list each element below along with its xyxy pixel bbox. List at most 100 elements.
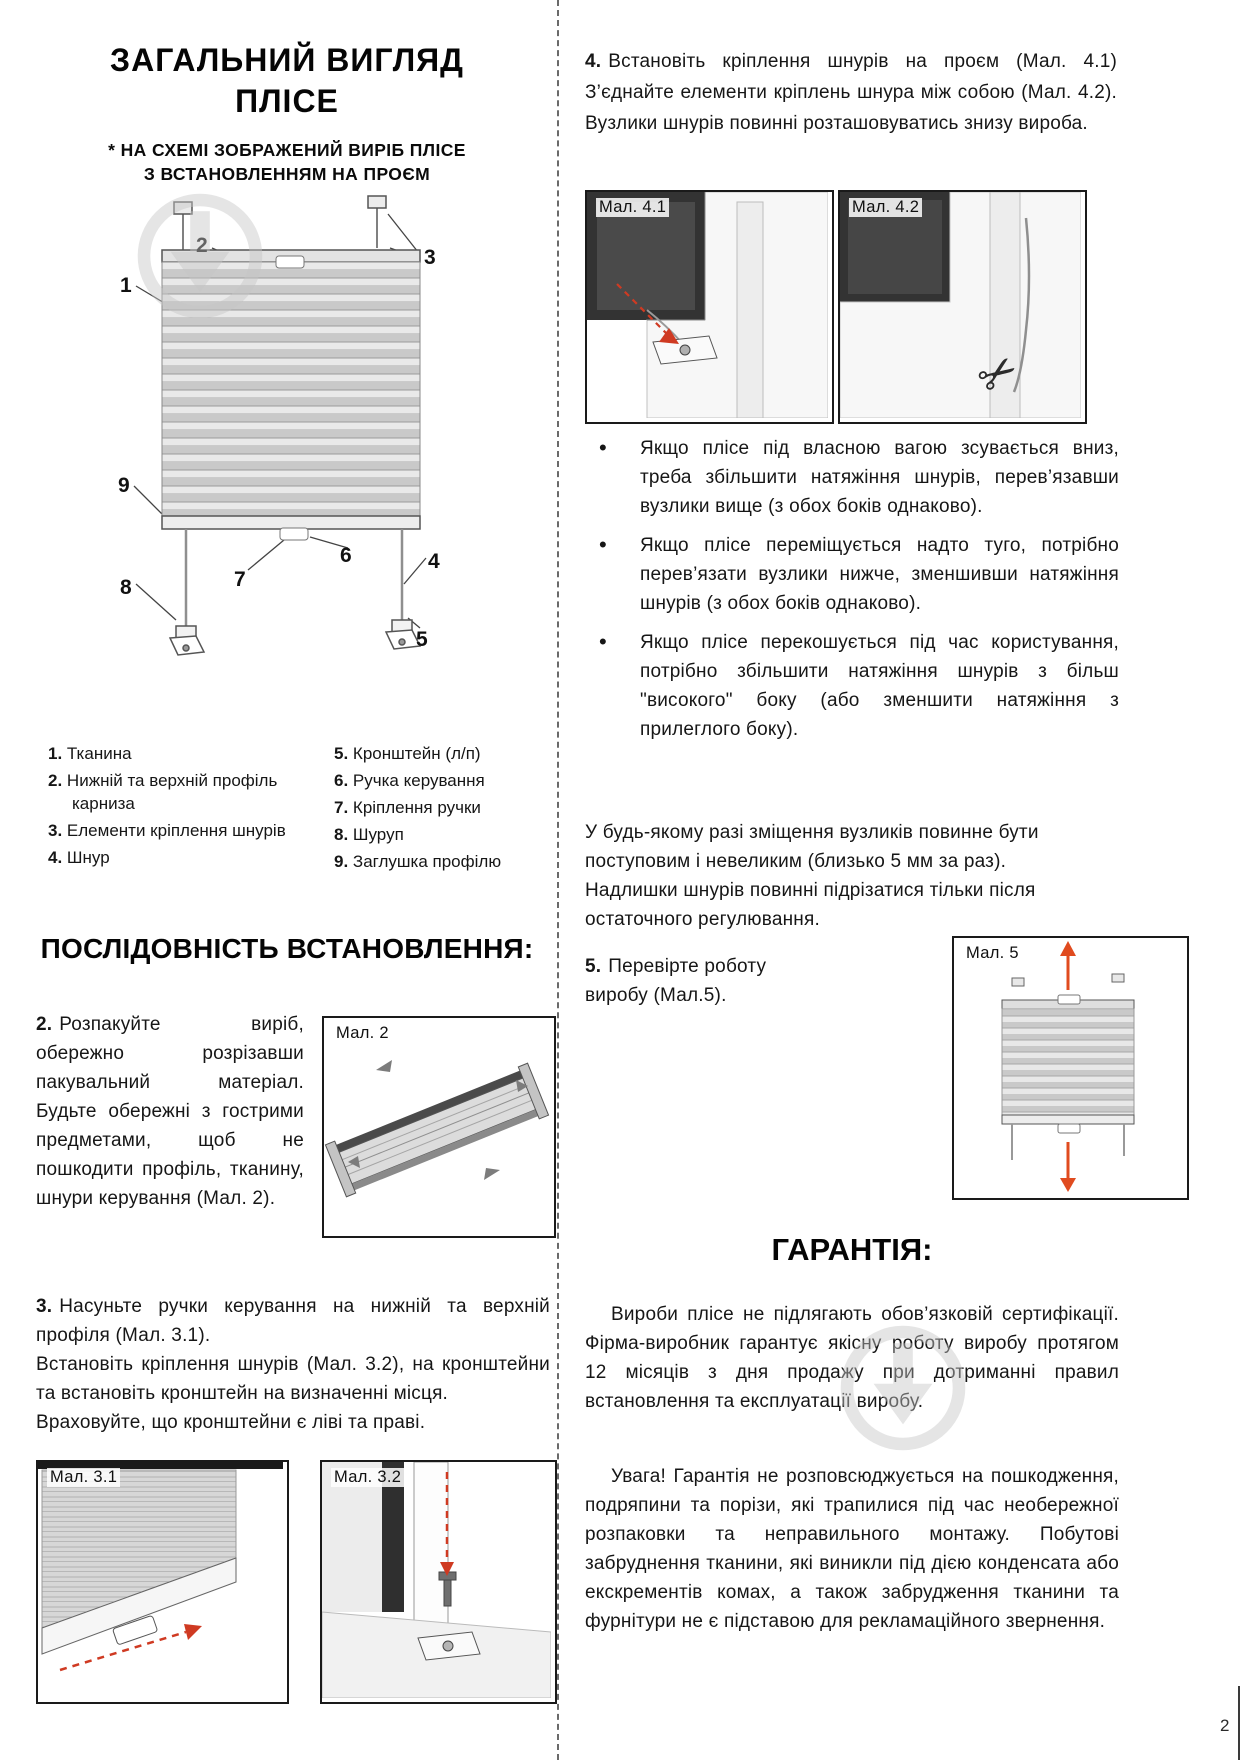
top-handle xyxy=(275,255,305,269)
legend-item: 9. Заглушка профілю xyxy=(334,850,548,873)
figure-2: Мал. 2 xyxy=(322,1016,556,1238)
bottom-profile xyxy=(161,515,421,530)
figure-5-label: Мал. 5 xyxy=(963,944,1022,963)
step3-line1: 3.Насуньте ручки керування на нижній та … xyxy=(36,1292,550,1350)
pleated-fabric xyxy=(1001,1008,1135,1116)
page-title: ЗАГАЛЬНИЙ ВИГЛЯД ПЛІСЕ xyxy=(36,40,538,122)
figure-4-1: Мал. 4.1 xyxy=(585,190,834,424)
figure-3-2: Мал. 3.2 xyxy=(320,1460,557,1704)
legend-item-number: 2. xyxy=(48,771,63,790)
diagram-label-8: 8 xyxy=(120,576,132,599)
adjustment-note-line1: У будь-якому разі зміщення вузликів пови… xyxy=(585,822,1039,872)
legend-item-number: 9. xyxy=(334,852,349,871)
legend-item: 4. Шнур xyxy=(48,846,300,869)
step2-paragraph: 2.Розпакуйте виріб, обережно розрізавши … xyxy=(36,1010,304,1213)
diagram-label-9: 9 xyxy=(118,474,130,497)
legend-item-text: Кріплення ручки xyxy=(352,798,481,817)
control-handle xyxy=(112,1615,158,1645)
legend-item-text: Ручка керування xyxy=(352,771,485,790)
legend-item: 6. Ручка керування xyxy=(334,769,548,792)
bracket-bottom-left xyxy=(168,625,206,656)
legend-item-number: 4. xyxy=(48,848,63,867)
adjustment-bullet-list: Якщо плісе під власною вагою зсувається … xyxy=(585,433,1119,754)
legend-item-number: 6. xyxy=(334,771,349,790)
legend-item: 5. Кронштейн (л/п) xyxy=(334,742,548,765)
frame-bar xyxy=(989,192,1021,418)
frame-bar xyxy=(736,201,764,418)
pleated-fabric xyxy=(161,261,421,517)
figure-2-label: Мал. 2 xyxy=(333,1024,392,1043)
legend-item: 1. Тканина xyxy=(48,742,300,765)
warranty-heading: ГАРАНТІЯ: xyxy=(771,1232,933,1267)
figure-3-1: Мал. 3.1 xyxy=(36,1460,289,1704)
bullet-item: Якщо плісе переміщується надто туго, пот… xyxy=(585,530,1119,618)
legend-item-text: Тканина xyxy=(66,744,132,763)
top-handle xyxy=(1057,994,1081,1005)
window-glass-edge xyxy=(382,1462,404,1612)
legend-item-text: Заглушка профілю xyxy=(352,852,502,871)
legend-item-number: 5. xyxy=(334,744,349,763)
bottom-profile xyxy=(1001,1114,1135,1125)
step2-text: Розпакуйте виріб, обережно розрізавши па… xyxy=(36,1014,304,1209)
step4-text: Встановіть кріплення шнурів на проєм (Ма… xyxy=(585,51,1117,134)
figure-5-drawing xyxy=(1001,941,1135,1192)
legend-item-text: Шуруп xyxy=(352,825,404,844)
diagram-label-3: 3 xyxy=(424,246,436,269)
red-arrow-down xyxy=(1060,1142,1076,1192)
bottom-profile-rail xyxy=(41,1557,237,1655)
legend-item-text: Шнур xyxy=(66,848,110,867)
mounting-brackets-top xyxy=(173,195,387,252)
figure-4-1-drawing xyxy=(587,192,828,418)
figure-4-2-label: Мал. 4.2 xyxy=(849,198,923,217)
red-arrow-up xyxy=(1060,941,1076,990)
page-title-line2: ПЛІСЕ xyxy=(235,83,339,119)
diagram-label-2: 2 xyxy=(196,234,208,257)
page-subtitle: * НА СХЕМІ ЗОБРАЖЕНИЙ ВИРІБ ПЛІСЕ З ВСТА… xyxy=(36,138,538,186)
legend-column-right: 5. Кронштейн (л/п) 6. Ручка керування 7.… xyxy=(334,742,548,873)
bullet-item: Якщо плісе під власною вагою зсувається … xyxy=(585,433,1119,521)
legend: 1. Тканина 2. Нижній та верхній профіль … xyxy=(48,742,548,873)
warranty-paragraph-1: Вироби плісе не підлягають обов’язковій … xyxy=(585,1304,1119,1412)
step4-number: 4. xyxy=(585,51,602,72)
page-subtitle-line1: * НА СХЕМІ ЗОБРАЖЕНИЙ ВИРІБ ПЛІСЕ xyxy=(108,140,466,160)
bracket-bottom-right xyxy=(384,619,422,650)
bullet-item: Якщо плісе перекошується під час користу… xyxy=(585,627,1119,744)
legend-column-left: 1. Тканина 2. Нижній та верхній профіль … xyxy=(48,742,300,873)
page-subtitle-line2: З ВСТАНОВЛЕННЯМ НА ПРОЄМ xyxy=(143,164,431,184)
step4-paragraph: 4.Встановіть кріплення шнурів на проєм (… xyxy=(585,46,1117,139)
figure-4-2: Мал. 4.2 ✂ xyxy=(838,190,1087,424)
legend-item-text: Кронштейн (л/п) xyxy=(352,744,481,763)
warranty-paragraph-2: Увага! Гарантія не розповсюджується на п… xyxy=(585,1466,1119,1632)
adjustment-note-line2: Надлишки шнурів повинні підрізатися тіль… xyxy=(585,880,1036,930)
blind-overview-diagram: 1 2 3 4 5 6 7 8 9 xyxy=(36,190,538,740)
page-edge-line xyxy=(1238,1686,1240,1760)
diagram-label-4: 4 xyxy=(428,550,440,573)
bottom-handle xyxy=(279,527,309,541)
adjustment-note: У будь-якому разі зміщення вузликів пови… xyxy=(585,818,1119,934)
step5-text: Перевірте роботу виробу (Мал.5). xyxy=(585,956,767,1006)
step3-line3: Враховуйте, що кронштейни є ліві та прав… xyxy=(36,1412,426,1433)
step5-paragraph: 5.Перевірте роботу виробу (Мал.5). xyxy=(585,952,803,1010)
diagram-label-1: 1 xyxy=(120,274,132,297)
step5-number: 5. xyxy=(585,956,602,977)
legend-item: 7. Кріплення ручки xyxy=(334,796,548,819)
page-title-line1: ЗАГАЛЬНИЙ ВИГЛЯД xyxy=(110,42,464,78)
top-hooks xyxy=(1011,973,1125,987)
figure-5: Мал. 5 xyxy=(952,936,1189,1200)
legend-item-text: Елементи кріплення шнурів xyxy=(66,821,286,840)
diagram-label-6: 6 xyxy=(340,544,352,567)
red-guide-arrow xyxy=(616,283,679,344)
figure-4-2-drawing: ✂ xyxy=(840,192,1081,418)
legend-item: 3. Елементи кріплення шнурів xyxy=(48,819,300,842)
window-pane xyxy=(322,1462,382,1612)
figure-3-1-label: Мал. 3.1 xyxy=(47,1468,121,1487)
packed-blind xyxy=(324,1062,550,1198)
page-number: 2 xyxy=(1220,1716,1230,1735)
diagram-label-7: 7 xyxy=(234,568,246,591)
figure-3-2-drawing xyxy=(322,1462,551,1698)
step3-number: 3. xyxy=(36,1296,53,1317)
cord-bracket xyxy=(417,1631,481,1661)
figure-4-1-label: Мал. 4.1 xyxy=(596,198,670,217)
diagram-label-5: 5 xyxy=(416,628,428,651)
legend-item: 2. Нижній та верхній профіль карниза xyxy=(48,769,300,815)
